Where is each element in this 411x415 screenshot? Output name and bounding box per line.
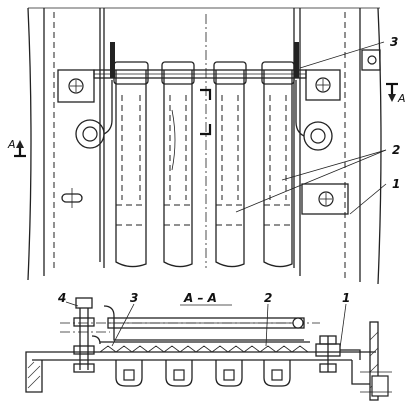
callout-3-bottom: 3 (130, 291, 138, 305)
brackets (57, 49, 381, 215)
section-rod (60, 305, 320, 343)
callout-1-bottom: 1 (342, 291, 350, 305)
callouts-top: 3 2 1 (235, 35, 400, 215)
right-support (351, 321, 392, 401)
contact-plates (115, 70, 293, 268)
left-rail (27, 7, 105, 281)
small-slot (61, 188, 83, 208)
round-bosses (75, 80, 333, 151)
bolt-assembly-4 (60, 297, 110, 373)
section-title: A – A (183, 291, 217, 305)
callout-2-bottom: 2 (264, 291, 272, 305)
right-clamp (315, 335, 361, 373)
callout-1-top: 1 (392, 177, 400, 191)
callout-4-bottom: 4 (57, 291, 66, 305)
callout-2-top: 2 (392, 143, 400, 157)
tie-bar (93, 42, 307, 79)
section-marker-left: A (7, 138, 16, 151)
callout-3-top: 3 (390, 35, 398, 49)
section-marker-right: A (397, 92, 406, 105)
section-markers: A A (7, 82, 406, 158)
callouts-bottom: 4 3 2 1 (57, 291, 350, 349)
center-mark (171, 14, 212, 268)
section-view: A – A (25, 291, 392, 401)
top-view: A A 3 2 1 (7, 7, 406, 285)
plate-clips (113, 61, 295, 85)
plate-clips-section (99, 345, 309, 387)
